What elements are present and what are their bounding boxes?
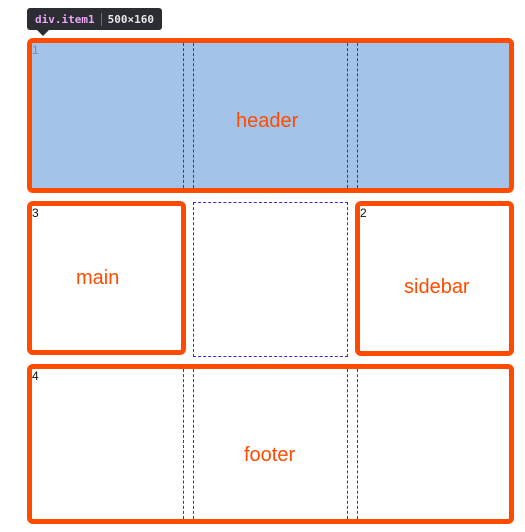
- grid-item-header[interactable]: 1 header: [27, 38, 514, 193]
- grid-item-index: 3: [32, 206, 39, 220]
- grid-item-footer[interactable]: 4 footer: [27, 364, 514, 524]
- grid-item-label: header: [236, 110, 299, 132]
- grid-column-line: [357, 369, 358, 519]
- grid-column-line: [193, 369, 194, 519]
- grid-item-sidebar[interactable]: 2 sidebar: [355, 201, 514, 356]
- grid-item-label: footer: [244, 444, 296, 466]
- grid-column-line: [357, 43, 358, 188]
- grid-item-index: 2: [360, 206, 367, 220]
- grid-column-line: [347, 43, 348, 188]
- grid-item-label: sidebar: [404, 276, 470, 298]
- grid-item-index: 4: [32, 369, 39, 383]
- empty-grid-cell: [193, 202, 348, 357]
- grid-column-line: [347, 369, 348, 519]
- grid-column-line: [183, 43, 184, 188]
- element-inspector-tooltip: div.item1 500×160: [27, 8, 162, 30]
- grid-item-main[interactable]: 3 main: [27, 201, 186, 355]
- tooltip-selector: div.item1: [35, 12, 95, 26]
- grid-column-line: [193, 43, 194, 188]
- grid-column-line: [183, 369, 184, 519]
- tooltip-dimensions: 500×160: [107, 12, 154, 26]
- grid-item-label: main: [76, 267, 120, 289]
- tooltip-divider: [100, 12, 102, 26]
- grid-item-index: 1: [32, 43, 39, 57]
- tooltip-arrow-icon: [37, 30, 49, 36]
